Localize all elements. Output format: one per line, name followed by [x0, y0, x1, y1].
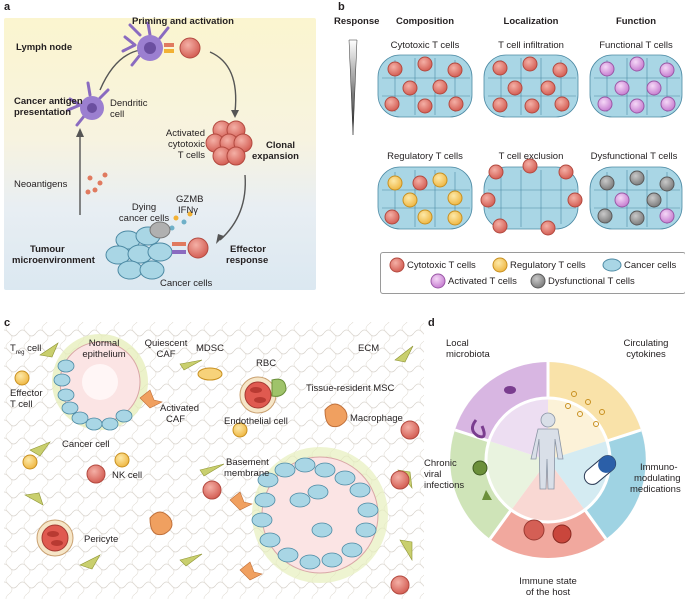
legend-dysfunctional-swatch [530, 273, 546, 289]
activated-caf-label: Activated [160, 403, 200, 414]
dendritic-cell-left [66, 81, 110, 127]
quiescent-label: Quiescent [144, 338, 188, 349]
immuno-label: Immuno- [640, 462, 678, 473]
dendritic-cell-label: cell [110, 109, 125, 120]
cytokine-dots [169, 211, 193, 231]
quiescent-caf-label: CAF [156, 349, 176, 360]
chronic-label: Chronic [424, 458, 457, 469]
ecm-label: ECM [358, 343, 380, 354]
ifng-label: IFNγ [178, 205, 199, 216]
expansion-label: expansion [252, 151, 299, 162]
panel-d-letter: d [428, 317, 435, 329]
normal-label: Normal [88, 338, 120, 349]
local-label: Local [446, 338, 469, 349]
cancer-cell-label: Cancer cell [62, 439, 110, 450]
panel-c-graphics [4, 322, 424, 599]
cancer-antigen-label: Cancer antigen [14, 96, 83, 107]
neoantigen-dots [85, 172, 108, 195]
panel-b-legend [380, 252, 685, 294]
of-the-host-label: of the host [525, 587, 571, 598]
panel-b-letter: b [338, 1, 345, 13]
epithelium-label: epithelium [82, 349, 126, 360]
function-header: Function [615, 16, 657, 27]
legend-cancer-label: Cancer cells [624, 260, 677, 271]
basement-label: Basement [226, 457, 269, 468]
infections-label: infections [424, 480, 465, 491]
rbc-label: RBC [256, 358, 277, 369]
effector-label-c: Effector [10, 388, 43, 399]
medications-label: medications [630, 484, 681, 495]
lymph-node-label: Lymph node [16, 42, 73, 53]
microbiota-label: microbiota [446, 349, 490, 360]
nk-cell-label: NK cell [112, 470, 143, 481]
neoantigens-label: Neoantigens [14, 179, 68, 190]
clonal-expansion-cluster [205, 120, 253, 166]
cytotoxic-t-cells-caption: Cytotoxic T cells [390, 40, 460, 51]
dendritic-cell-top [121, 21, 201, 67]
panel-c-letter: c [4, 317, 11, 329]
membrane-label: membrane [224, 468, 270, 479]
tumour-cluster [105, 226, 173, 280]
legend-cytotoxic-swatch [389, 257, 405, 273]
legend-activated-label: Activated T cells [448, 276, 517, 287]
activated-label: Activated [165, 128, 205, 139]
circulating-label: Circulating [623, 338, 669, 349]
legend-cancer-swatch [602, 258, 622, 272]
dying-label: Dying [131, 202, 157, 213]
cytokines-label: cytokines [626, 349, 666, 360]
cytotoxic-label: cytotoxic [168, 139, 205, 150]
legend-regulatory-label: Regulatory T cells [510, 260, 586, 271]
response-axis-label: Response [334, 16, 380, 27]
t-cell-exclusion-caption: T cell exclusion [498, 151, 564, 162]
dying-cancer-cells-label: cancer cells [118, 213, 170, 224]
effector-label: Effector [230, 244, 266, 255]
localization-header: Localization [503, 16, 559, 27]
clonal-label: Clonal [266, 140, 296, 151]
panel-a-letter: a [4, 1, 11, 13]
pericyte-label: Pericyte [84, 534, 119, 545]
presentation-label: presentation [14, 107, 72, 118]
response-label: response [226, 255, 269, 266]
immune-state-label: Immune state [519, 576, 577, 587]
mdsc-label: MDSC [196, 343, 224, 354]
viral-label: viral [424, 469, 442, 480]
tissue-resident-msc-label: Tissue-resident MSC [306, 383, 395, 394]
activated-caf-label-2: CAF [166, 414, 185, 425]
endothelial-cell-label: Endothelial cell [224, 416, 288, 427]
legend-activated-swatch [430, 273, 446, 289]
regulatory-t-cells-caption: Regulatory T cells [387, 151, 463, 162]
legend-dysfunctional-label: Dysfunctional T cells [548, 276, 635, 287]
microenvironment-label: microenvironment [12, 255, 95, 266]
panel-a-graphics [66, 21, 253, 280]
t-cell-infiltration-caption: T cell infiltration [498, 40, 564, 51]
priming-activation-label: Priming and activation [132, 16, 234, 27]
macrophage-label: Macrophage [350, 413, 403, 424]
panel-d-graphics [450, 362, 646, 559]
gzmb-label: GZMB [176, 194, 204, 205]
cancer-cells-bottom-label: Cancer cells [160, 278, 213, 289]
t-cell-label-c: T cell [10, 399, 33, 410]
functional-t-cells-caption: Functional T cells [599, 40, 673, 51]
panel-b-graphics [348, 39, 683, 289]
dendritic-label: Dendritic [110, 98, 148, 109]
modulating-label: modulating [634, 473, 681, 484]
legend-regulatory-swatch [492, 257, 508, 273]
treg-cell-label: Treg cell [10, 343, 42, 356]
tumour-label: Tumour [30, 244, 65, 255]
legend-cytotoxic-label: Cytotoxic T cells [407, 260, 476, 271]
dysfunctional-t-cells-caption: Dysfunctional T cells [590, 151, 678, 162]
composition-header: Composition [395, 16, 455, 27]
t-cells-label: T cells [177, 150, 205, 161]
